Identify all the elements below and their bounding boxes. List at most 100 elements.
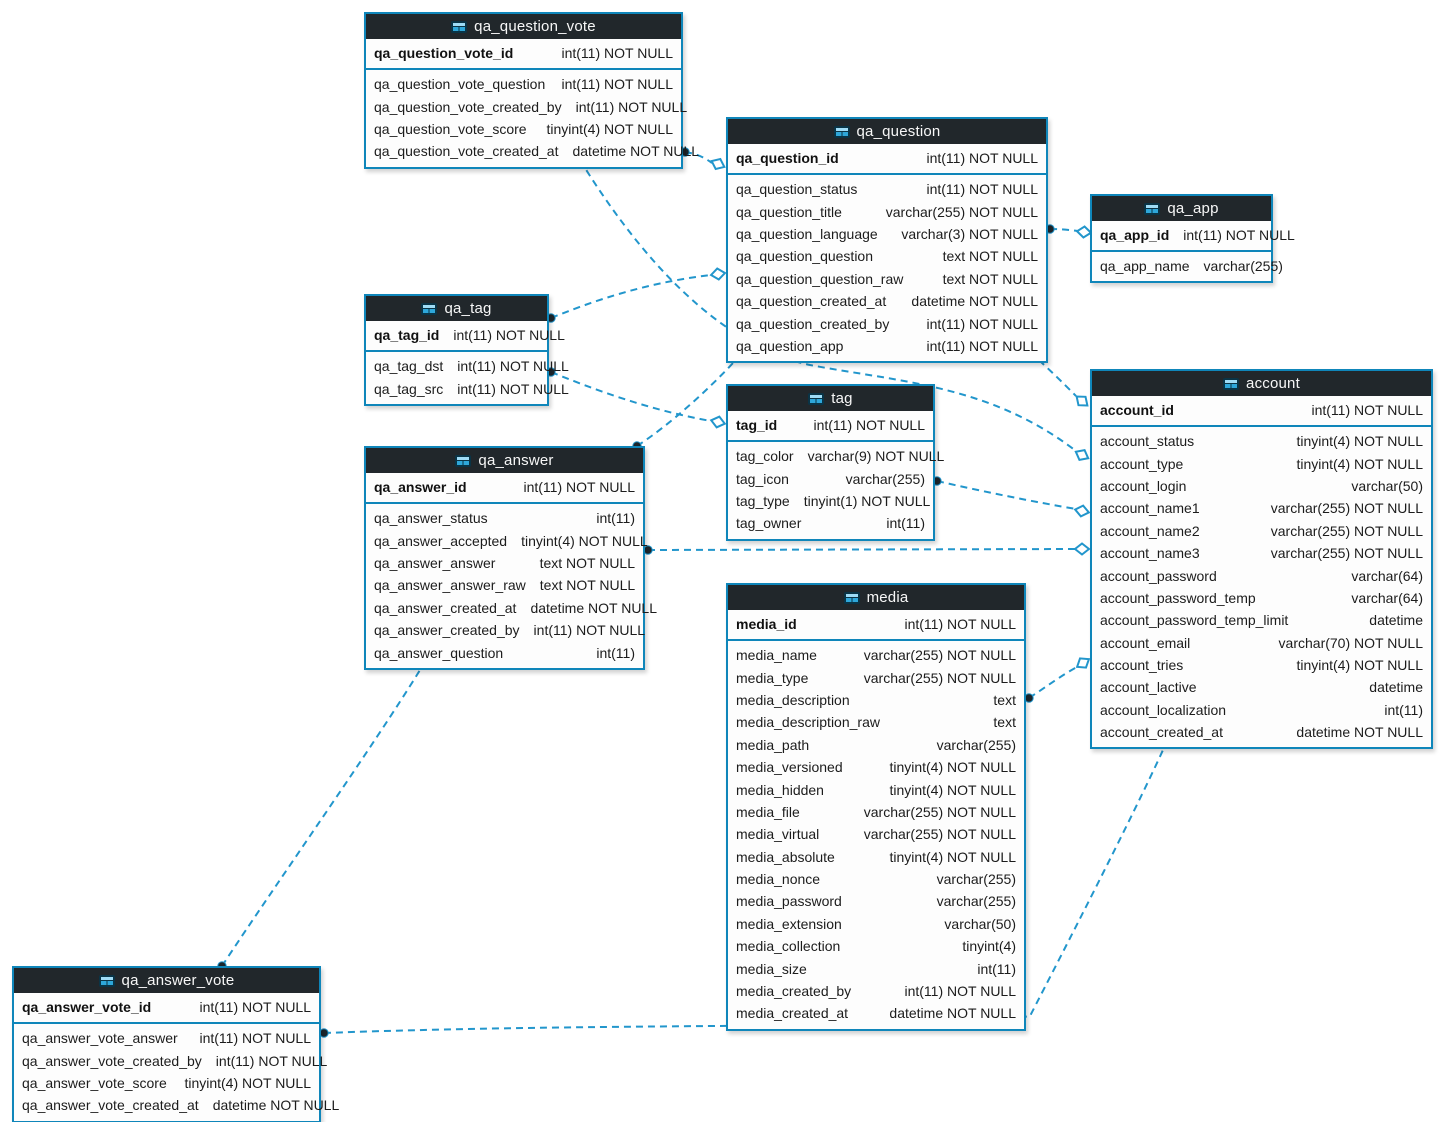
- table-header[interactable]: qa_answer: [366, 448, 643, 473]
- table-header[interactable]: qa_app: [1092, 196, 1271, 221]
- relation-line-qa_answer-to-qa_question[interactable]: [636, 362, 734, 447]
- table-header[interactable]: account: [1092, 371, 1431, 396]
- relation-line-qa_question_vote-to-account[interactable]: [579, 159, 1077, 452]
- relation-line-qa_answer-to-account[interactable]: [647, 548, 1076, 551]
- relation-line-qa_answer_vote-to-qa_answer[interactable]: [221, 669, 421, 967]
- relation-endpoint-diamond: [709, 267, 727, 281]
- table-header[interactable]: qa_tag: [366, 296, 547, 321]
- relation-line-qa_tag-to-tag[interactable]: [550, 371, 712, 422]
- table-header[interactable]: tag: [728, 386, 933, 411]
- relation-line-media-to-account[interactable]: [1028, 666, 1078, 699]
- column-name: account_created_at: [1100, 724, 1223, 741]
- table-header[interactable]: qa_answer_vote: [14, 968, 319, 993]
- table-header[interactable]: qa_question: [728, 119, 1046, 144]
- relation-line-tag-to-account[interactable]: [936, 480, 1077, 510]
- table-header[interactable]: qa_question_vote: [366, 14, 681, 39]
- relation-line-qa_tag-to-qa_question[interactable]: [550, 274, 712, 319]
- table-header[interactable]: media: [728, 585, 1024, 610]
